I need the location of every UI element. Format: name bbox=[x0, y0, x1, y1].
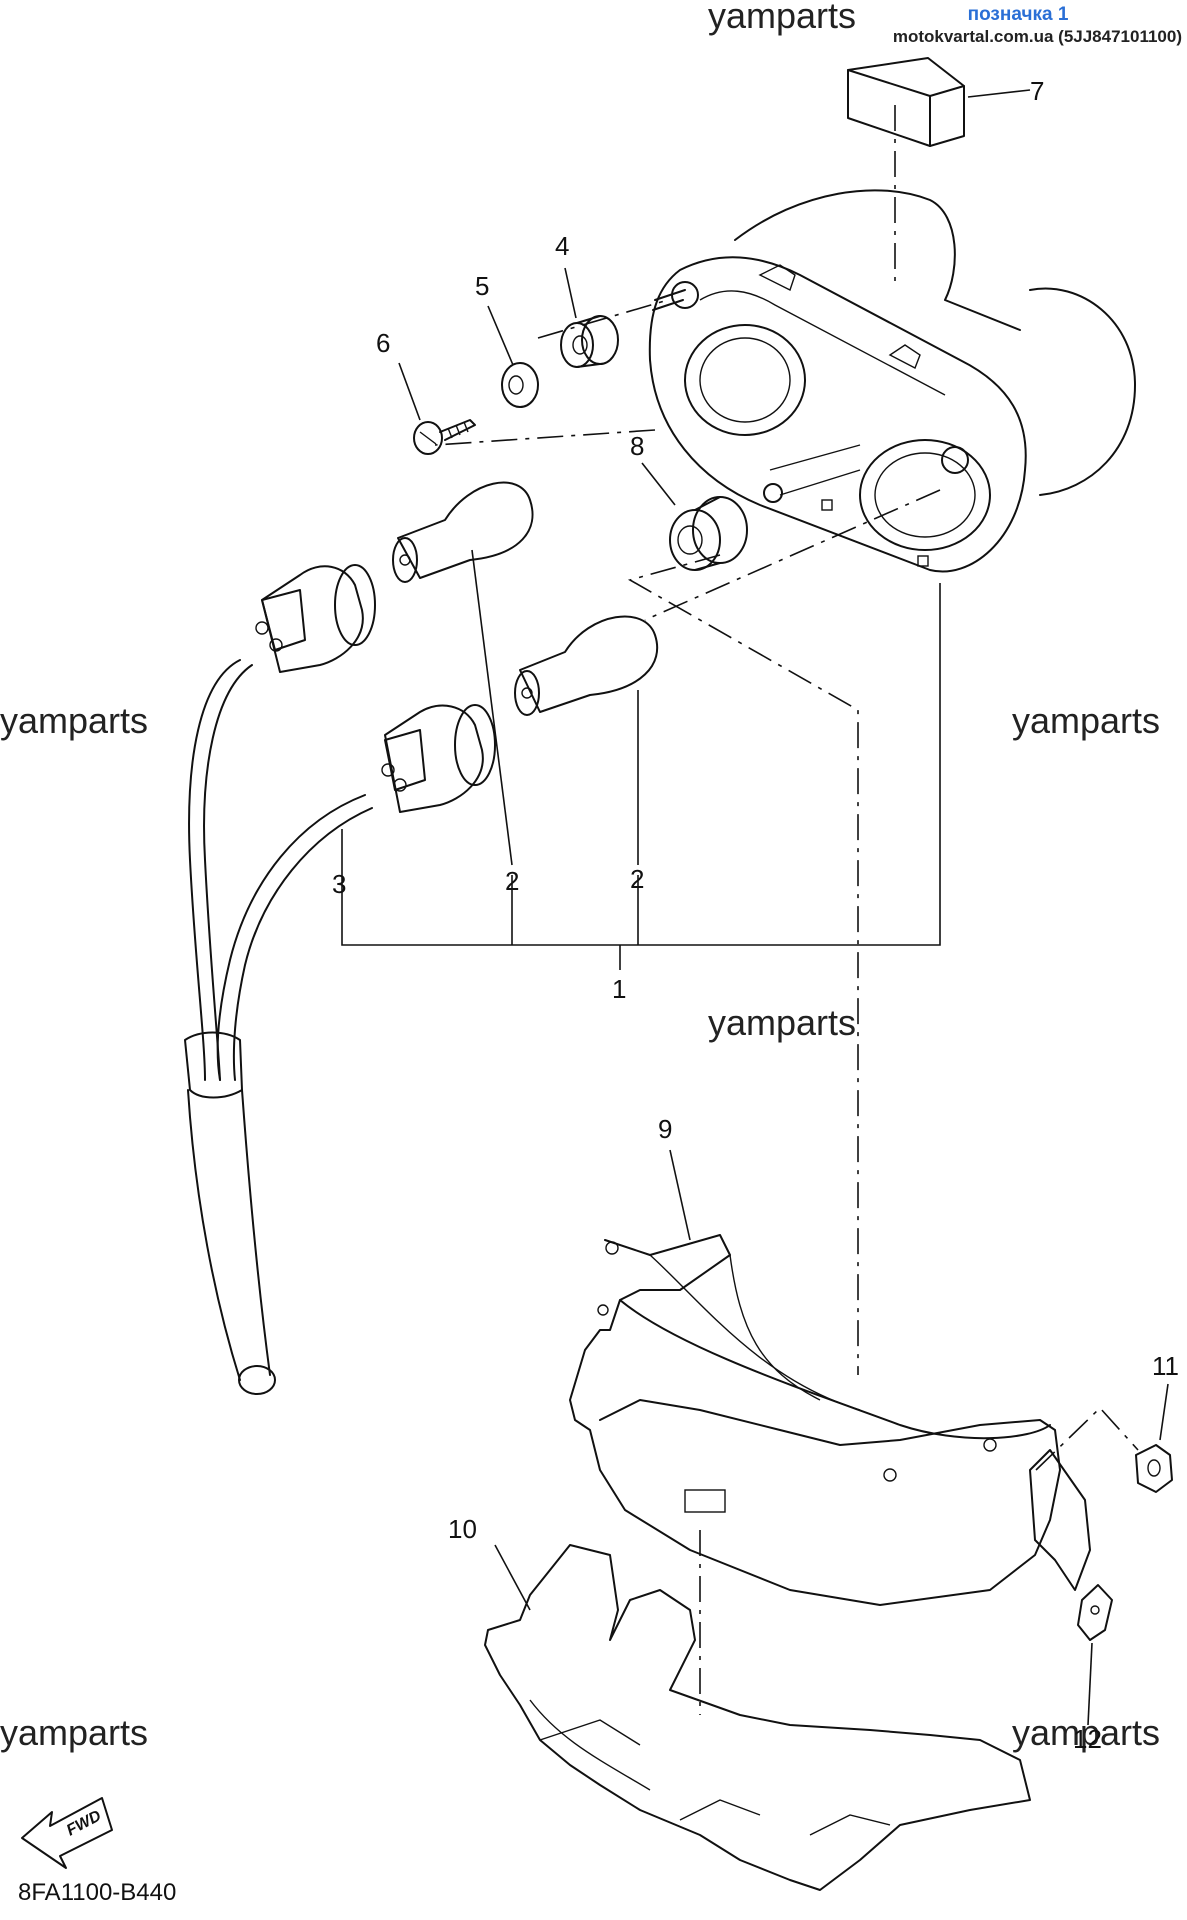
part-7-block bbox=[847, 57, 965, 147]
callout-1: 1 bbox=[612, 974, 626, 1004]
part-9-lower-cover bbox=[569, 1234, 1091, 1606]
watermark-bottom-right: yamparts bbox=[1012, 1712, 1160, 1753]
part-8-grommet bbox=[669, 496, 748, 571]
part-2-bulb-upper bbox=[392, 481, 534, 583]
callout-2-right: 2 bbox=[630, 864, 644, 894]
callout-11: 11 bbox=[1152, 1351, 1179, 1381]
callout-8: 8 bbox=[630, 431, 644, 461]
callout-labels: 7 4 5 6 8 3 2 2 1 9 10 11 12 bbox=[332, 76, 1179, 1754]
callout-2-left: 2 bbox=[505, 866, 519, 896]
watermark-left: yamparts bbox=[0, 700, 148, 741]
watermark-center: yamparts bbox=[708, 1002, 856, 1043]
callout-10: 10 bbox=[448, 1514, 477, 1544]
callout-7: 7 bbox=[1030, 76, 1044, 106]
fwd-arrow-icon: FWD bbox=[21, 1797, 113, 1869]
header-site: motokvartal.com.ua (5JJ847101100) bbox=[892, 27, 1182, 46]
callout-3: 3 bbox=[332, 869, 346, 899]
watermark-right: yamparts bbox=[1012, 700, 1160, 741]
watermark-bottom-left: yamparts bbox=[0, 1712, 148, 1753]
part-2-bulb-lower bbox=[514, 615, 659, 716]
callout-12: 12 bbox=[1073, 1724, 1102, 1754]
part-5-washer bbox=[501, 362, 539, 408]
leader-lines bbox=[341, 89, 1169, 1726]
part-11-nut bbox=[1135, 1444, 1173, 1493]
fwd-label: FWD bbox=[64, 1807, 105, 1839]
part-12-clip bbox=[1077, 1584, 1113, 1641]
callout-4: 4 bbox=[555, 231, 569, 261]
part-6-screw bbox=[413, 419, 476, 455]
callout-9: 9 bbox=[658, 1114, 672, 1144]
watermark-top: yamparts bbox=[708, 0, 856, 36]
part-3-socket-harness bbox=[184, 564, 496, 1395]
meter-housing bbox=[648, 189, 1136, 573]
callout-5: 5 bbox=[475, 271, 489, 301]
header-label: позначка 1 bbox=[967, 4, 1069, 25]
alignment-lines bbox=[434, 105, 1139, 1715]
diagram-code: 8FA1100-B440 bbox=[18, 1879, 176, 1906]
part-10-guard bbox=[484, 1544, 1031, 1891]
callout-6: 6 bbox=[376, 328, 390, 358]
part-4-grommet bbox=[560, 315, 619, 368]
